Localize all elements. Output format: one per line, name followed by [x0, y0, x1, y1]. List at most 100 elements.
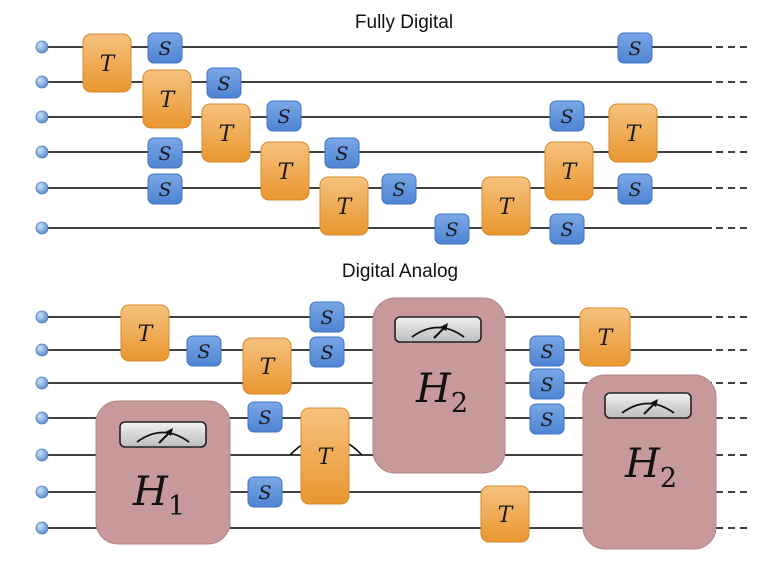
s-gate-body: [266, 100, 302, 132]
t-gate-label: T: [626, 122, 643, 147]
s-gate-body: [549, 213, 585, 245]
s-gate-body: [309, 301, 345, 333]
hamiltonian-label: H2: [624, 441, 677, 494]
s-gate-label: S: [540, 409, 553, 431]
s-gate-top-7: S: [324, 137, 360, 169]
s-gate-body: [147, 173, 183, 205]
s-gate-body: [617, 173, 653, 205]
s-gate-top-1: S: [147, 32, 183, 64]
s-gate-body: [529, 368, 565, 400]
s-gate-body: [247, 401, 283, 433]
s-gate-body: [247, 476, 283, 508]
s-gate-body: [206, 67, 242, 99]
t-gate-body: [82, 33, 132, 93]
s-gate-body: [186, 335, 222, 367]
t-gate-body: [142, 69, 192, 129]
s-gate-bottom-2: S: [309, 336, 345, 368]
s-gate-label: S: [335, 143, 348, 165]
t-gate-bottom-5: T: [480, 485, 530, 543]
s-gate-top-4: S: [266, 100, 302, 132]
s-gate-body: [324, 137, 360, 169]
hamiltonian-h1: H1: [95, 400, 231, 545]
s-gate-label: S: [560, 106, 573, 128]
t-gate-body: [120, 304, 170, 362]
t-gate-label: T: [562, 160, 579, 185]
t-gate-label: T: [278, 160, 295, 185]
t-gate-body: [300, 407, 350, 505]
s-gate-body: [549, 100, 585, 132]
circle-node-icon: [35, 521, 49, 535]
t-gate-label: T: [499, 195, 516, 220]
s-gate-label: S: [158, 179, 171, 201]
s-gate-body: [529, 335, 565, 367]
s-gate-body: [434, 213, 470, 245]
s-gate-body: [617, 32, 653, 64]
t-gate-top-2: T: [142, 69, 192, 129]
s-gate-top-11: S: [434, 213, 470, 245]
s-gate-label: S: [540, 341, 553, 363]
t-gate-label: T: [138, 322, 155, 347]
circle-node-icon: [35, 75, 49, 89]
s-gate-label: S: [197, 341, 210, 363]
title-fully-digital: Fully Digital: [355, 12, 453, 33]
circle-node-icon: [35, 485, 49, 499]
t-gate-bottom-2: T: [242, 337, 292, 395]
s-gate-bottom-3: S: [186, 335, 222, 367]
circle-node-icon: [35, 181, 49, 195]
s-gate-label: S: [158, 143, 171, 165]
t-gate-body: [544, 141, 594, 201]
t-gate-body: [242, 337, 292, 395]
t-gate-body: [481, 176, 531, 236]
hamiltonian-h2-right: H2: [582, 374, 717, 550]
t-gate-label: T: [337, 195, 354, 220]
t-gate-top-6: T: [481, 176, 531, 236]
meter-gauge-icon: [604, 392, 692, 419]
s-gate-top-12: S: [549, 213, 585, 245]
circle-node-icon: [35, 376, 49, 390]
s-gate-body: [147, 32, 183, 64]
hamiltonian-label: H2: [415, 366, 468, 419]
s-gate-body: [309, 336, 345, 368]
t-gate-top-8: T: [608, 103, 658, 163]
circle-node-icon: [35, 110, 49, 124]
t-gate-top-3: T: [201, 103, 251, 163]
circle-node-icon: [35, 310, 49, 324]
t-gate-top-5: T: [319, 176, 369, 236]
circle-node-icon: [35, 221, 49, 235]
s-gate-label: S: [320, 342, 333, 364]
circle-node-icon: [35, 411, 49, 425]
s-gate-top-3: S: [206, 67, 242, 99]
s-gate-bottom-8: S: [529, 403, 565, 435]
s-gate-label: S: [320, 307, 333, 329]
t-gate-label: T: [498, 503, 515, 528]
circle-node-icon: [35, 145, 49, 159]
t-gate-bottom-4: T: [579, 307, 631, 367]
t-gate-body: [579, 307, 631, 367]
s-gate-top-10: S: [617, 173, 653, 205]
s-gate-label: S: [392, 179, 405, 201]
s-gate-label: S: [445, 219, 458, 241]
s-gate-label: S: [158, 38, 171, 60]
s-gate-label: S: [277, 106, 290, 128]
t-gate-body: [260, 141, 310, 201]
t-gate-top-7: T: [544, 141, 594, 201]
s-gate-bottom-1: S: [309, 301, 345, 333]
circle-node-icon: [35, 343, 49, 357]
t-gate-label: T: [318, 445, 335, 470]
s-gate-label: S: [628, 179, 641, 201]
s-gate-label: S: [217, 73, 230, 95]
s-gate-body: [147, 137, 183, 169]
t-gate-label: T: [160, 88, 177, 113]
s-gate-bottom-7: S: [529, 368, 565, 400]
t-gate-label: T: [100, 52, 117, 77]
s-gate-bottom-5: S: [247, 476, 283, 508]
s-gate-top-2: S: [617, 32, 653, 64]
t-gate-bottom-1: T: [120, 304, 170, 362]
t-gate-bottom-3: T: [300, 407, 350, 505]
s-gate-label: S: [258, 407, 271, 429]
t-gate-label: T: [260, 355, 277, 380]
t-gate-top-1: T: [82, 33, 132, 93]
s-gate-label: S: [258, 482, 271, 504]
title-digital-analog: Digital Analog: [342, 261, 458, 282]
